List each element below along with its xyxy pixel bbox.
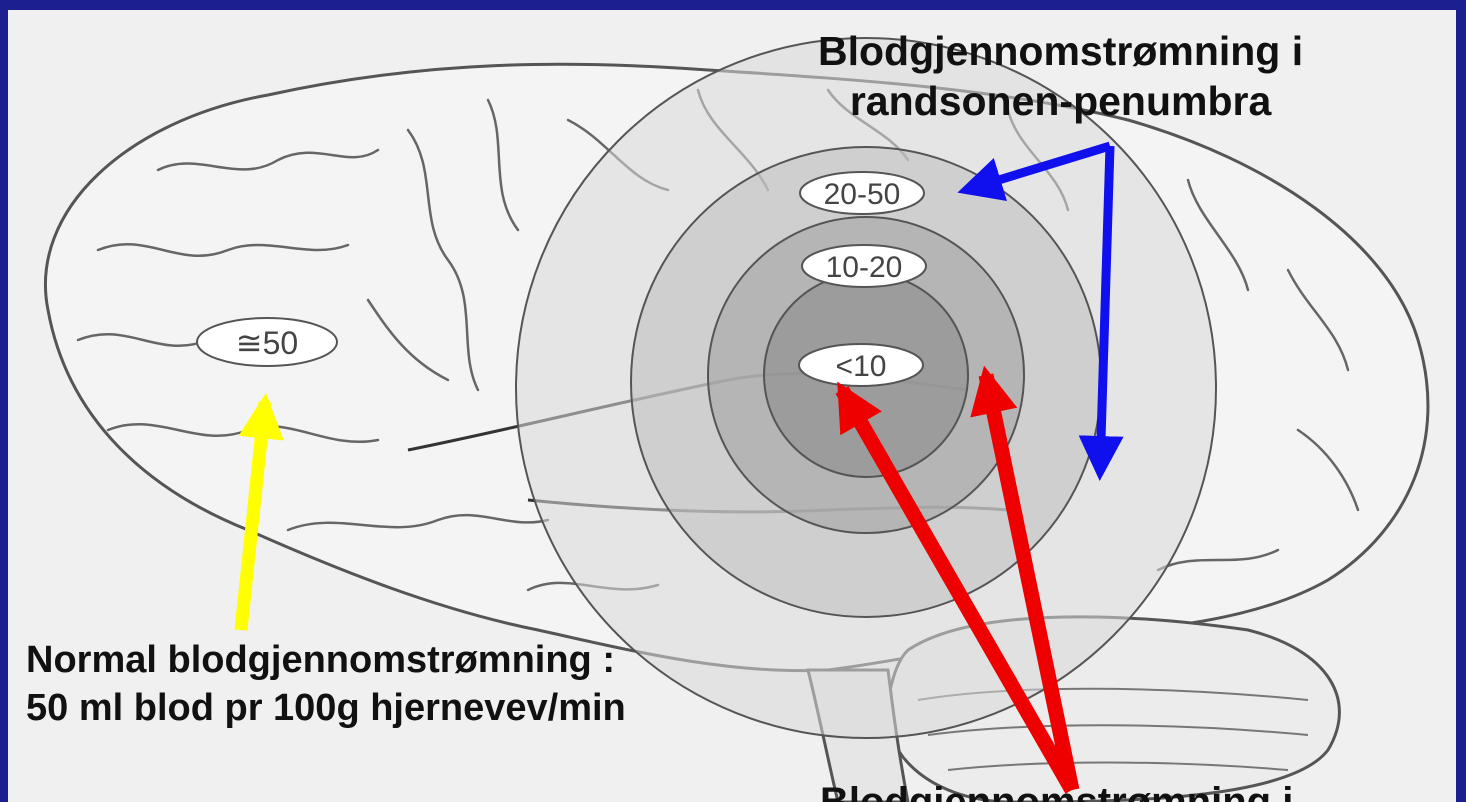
- normal-flow-caption: Normal blodgjennomstrømning : 50 ml blod…: [26, 636, 626, 732]
- penumbra-title-line2: randsonen-penumbra: [818, 76, 1303, 126]
- penumbra-title: Blodgjennomstrømning i randsonen-penumbr…: [818, 26, 1303, 126]
- bottom-caption: Blodgjennomstrømning i: [820, 778, 1293, 802]
- normal-flow-line1: Normal blodgjennomstrømning :: [26, 636, 626, 684]
- label-normal-50: ≅50: [197, 318, 337, 366]
- label-10-20-text: 10-20: [826, 251, 903, 284]
- label-20-50: 20-50: [800, 172, 924, 214]
- label-20-50-text: 20-50: [824, 178, 901, 211]
- label-normal-text: ≅50: [236, 325, 298, 361]
- normal-flow-line2: 50 ml blod pr 100g hjernevev/min: [26, 684, 626, 732]
- label-lt-10-text: <10: [836, 350, 887, 383]
- label-10-20: 10-20: [802, 245, 926, 287]
- penumbra-title-line1: Blodgjennomstrømning i: [818, 26, 1303, 76]
- label-lt-10: <10: [799, 344, 923, 386]
